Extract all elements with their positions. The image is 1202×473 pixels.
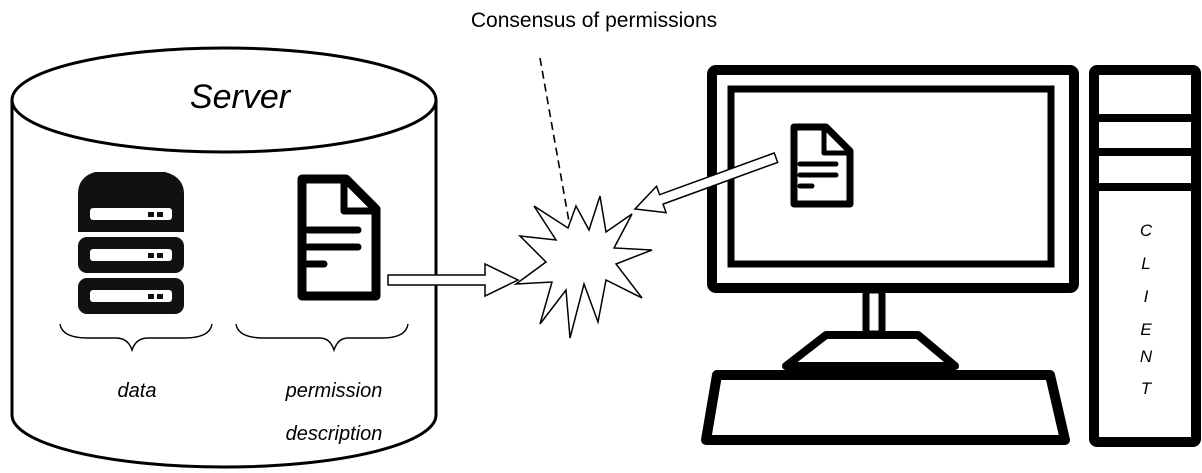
server-label: Server [190,78,292,116]
client-letter: T [1141,379,1153,398]
permission-label-line2: description [286,423,383,445]
document-icon [297,174,381,301]
consensus-dashed-line [539,57,575,251]
starburst-icon [513,195,653,339]
client-letter: E [1140,320,1152,339]
client-document-icon [790,123,854,208]
permission-label-line1: permission [285,380,383,402]
data-brace [59,323,213,353]
computer-tower-icon [1089,65,1201,447]
client-letter: L [1141,254,1150,273]
keyboard-icon [701,370,1070,445]
server-to-consensus-arrow [387,262,520,298]
consensus-label: Consensus of permissions [471,9,717,32]
client-letter: I [1144,287,1149,306]
server-stack-icon [78,172,184,314]
client-to-consensus-arrow [633,152,779,214]
data-label: data [118,380,157,402]
monitor-icon [707,65,1079,370]
client-letter: N [1140,347,1153,366]
client-letter: C [1140,221,1153,240]
permission-brace [235,323,409,353]
